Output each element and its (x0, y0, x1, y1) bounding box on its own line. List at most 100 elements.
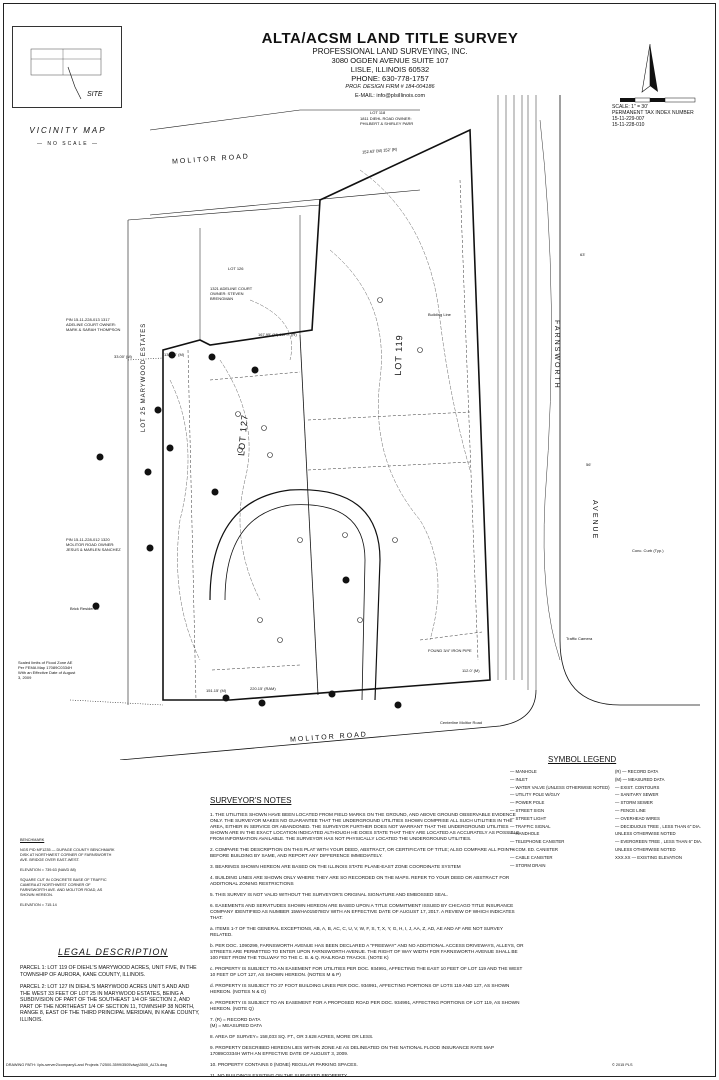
legend-item: — INLET (510, 776, 528, 782)
legend-item: — COM. ED. CANISTER (510, 846, 558, 852)
legend-item: — WATER VALVE (UNLESS OTHERWISE NOTED) (510, 784, 610, 790)
company-name: PROFESSIONAL LAND SURVEYING, INC. (312, 47, 468, 56)
legend-item: — STORM SEWER (615, 800, 653, 806)
contour-lines (169, 169, 471, 661)
note-item: 1. THE UTILITIES SHOWN HAVE BEEN LOCATED… (210, 812, 520, 841)
legend-item: — HANDHOLE (510, 831, 540, 837)
avenue-label: AVENUE (591, 500, 598, 541)
copyright: © 2015 PLS (612, 1063, 633, 1067)
legend-left-column: — MANHOLE — INLET — WATER VALVE (UNLESS OT… (510, 768, 610, 869)
note-item: 6. EASEMENTS AND SERVITUDES SHOWN HEREON… (210, 903, 515, 920)
deciduous-tree-icons (235, 297, 423, 643)
centerline-label: Centerline Molitor Road (440, 720, 483, 725)
pin-2: 15-11-228-010 (612, 122, 645, 128)
north-arrow-icon (641, 43, 658, 93)
scale-bar (620, 97, 696, 103)
legal-description-title: LEGAL DESCRIPTION (58, 947, 168, 957)
email: E-MAIL: info@plsiIlinois.com (354, 93, 426, 99)
dim-left-2: 33.00' (M) (114, 354, 132, 359)
pin-013-owner: PIN 15-11-228-013 1317 ADELINE COURT OWN… (66, 317, 121, 332)
benchmark-elev-1: ELEVATION = 739.63 (NAVD 88) (20, 868, 76, 872)
note-item: b. PER DOC. 1090299, FARNSWORTH AVENUE H… (210, 943, 524, 960)
note-item: 8. AREA OF SURVEY= 158,033 SQ. FT., OR 3… (210, 1034, 374, 1039)
legend-item: — EVERGREEN TREE , LESS THAN 6" DIA. UNL… (615, 839, 703, 852)
dim-left-1: 134.94' (M) (164, 352, 185, 357)
legend-item: — EXIST. CONTOURS (615, 784, 660, 790)
pin-1: 15-11-229-007 (612, 116, 645, 122)
note-item: 9. PROPERTY DESCRIBED HEREON LIES WITHIN… (210, 1045, 494, 1056)
note-item: 11. NO BUILDINGS EXISTING ON THE SURVEYE… (210, 1073, 348, 1078)
conc-curb-label: Conc. Curb (Typ.) (632, 548, 664, 553)
survey-plat (69, 95, 700, 760)
row-63: 63' (580, 252, 586, 257)
legend-item: — OVERHEAD WIRES (615, 815, 660, 821)
note-item: e. PROPERTY IS SUBJECT TO AN EASEMENT FO… (210, 1000, 520, 1011)
vicinity-map-scale: — NO SCALE — (36, 141, 100, 147)
dim-south-mid: 220.15' (RAM) (250, 686, 276, 691)
found-iron-pipe-label: FOUND 3/4" IRON PIPE (428, 648, 472, 653)
scale-text: SCALE: 1" = 30' (612, 104, 648, 110)
survey-sheet (3, 3, 716, 1077)
legend-item: — TELEPHONE CANISTER (510, 839, 565, 845)
traffic-camera-label: Traffic Camera (566, 636, 593, 641)
note-item: 10. PROPERTY CONTAINS 0 (NONE) REGULAR P… (210, 1062, 358, 1067)
legend-item: — STORM DRAIN (510, 862, 546, 868)
legend-item: — UTILITY POLE W/GUY (510, 792, 560, 798)
surveyors-notes: 1. THE UTILITIES SHOWN HAVE BEEN LOCATED… (210, 812, 525, 1080)
dim-lot: 167.95' (M) 167.7' (R) (258, 332, 297, 337)
surveyor-info: PROFESSIONAL LAND SURVEYING, INC. 3080 O… (200, 47, 580, 101)
legend-right-column: (R) — RECORD DATA(M) — MEASURED DATA— EX… (615, 768, 710, 862)
legend-item: — STREET SIGN (510, 807, 545, 813)
vicinity-map-title: VICINITY MAP (29, 126, 107, 135)
pin-label: PERMANENT TAX INDEX NUMBER (612, 110, 694, 116)
note-item: 4. BUILDING LINES ARE SHOWN ONLY WHERE T… (210, 875, 510, 886)
address-line2: LISLE, ILLINOIS 60532 (350, 65, 430, 74)
benchmark-heading: BENCHMARK (20, 838, 45, 842)
curved-drive (209, 489, 381, 701)
lot-118-owner: 1811 DIEHL ROAD OWNER: PHILBERT & SHIRLE… (360, 116, 414, 126)
lot-126-label: LOT 126 (228, 266, 244, 271)
note-item: a. ITEMS 1-7 OF THE GENERAL EXCEPTIONS, … (210, 926, 503, 937)
legend-item: — DECIDUOUS TREE , LESS THAN 6" DIA. UNL… (615, 823, 701, 837)
benchmark-block: BENCHMARK NGS PID MF1235 — DUPAGE COUNTY… (20, 838, 115, 913)
benchmark-text-2: SQUARE CUT IN CONCRETE BASE OF TRAFFIC C… (20, 878, 107, 897)
tree-icons (92, 351, 402, 709)
dim-east: 112.0' (M) (462, 668, 480, 673)
note-item: c. PROPERTY IS SUBJECT TO AN EASEMENT FO… (210, 966, 523, 977)
legend-item: — FENCE LINE (615, 807, 646, 813)
phone: PHONE: 630-778-1757 (351, 74, 429, 83)
building-lines (187, 179, 483, 701)
note-item: d. PROPERTY IS SUBJECT TO 27 FOOT BUILDI… (210, 983, 510, 994)
note-item: 7. (R) = RECORD DATA (M) = MEASURED DATA (210, 1017, 263, 1028)
benchmark-text-1: NGS PID MF1235 — DUPAGE COUNTY BENCHMARK… (20, 848, 115, 862)
surveyors-notes-title: SURVEYOR'S NOTES (210, 796, 292, 805)
row-56: 56' (586, 462, 592, 467)
legal-parcel-2: PARCEL 2: LOT 127 IN DIEHL'S MARYWOOD AC… (20, 984, 200, 1023)
survey-title: ALTA/ACSM LAND TITLE SURVEY (261, 30, 519, 47)
pin-012-owner: PIN 15-11-228-012 1320 MOLITOR ROAD OWNE… (66, 537, 121, 552)
legend-item: — STREET LIGHT (510, 815, 547, 821)
legal-parcel-1: PARCEL 1: LOT 119 OF DIEHL'S MARYWOOD AC… (20, 965, 197, 978)
vicinity-map: SITE (12, 26, 122, 108)
farnsworth-label: FARNSWORTH (553, 320, 560, 390)
legend-item: (M) — MEASURED DATA (615, 776, 665, 782)
flood-zone-note: Scaled limits of Flood Zone AE Per FEMA … (18, 660, 76, 680)
address-line1: 3080 OGDEN AVENUE SUITE 107 (331, 56, 449, 65)
lot-126-owner: 1321 ADELINE COURT OWNER: STEVEN BRENGMA… (210, 286, 253, 301)
brick-residence-label: Brick Residence (70, 606, 99, 611)
legend-item: — MANHOLE (510, 769, 537, 774)
legend-item: — TRAFFIC SIGNAL (510, 823, 551, 829)
legal-description: PARCEL 1: LOT 119 OF DIEHL'S MARYWOOD AC… (20, 965, 200, 1029)
farnsworth-hatch (497, 95, 537, 690)
legend-item: — CABLE CANISTER (510, 854, 553, 860)
legend-item: — SANITARY SEWER (615, 792, 659, 798)
design-firm: PROF. DESIGN FIRM # 184-004186 (345, 84, 435, 90)
legend-item: — POWER POLE (510, 800, 545, 806)
lot-119-label: LOT 119 (392, 334, 405, 376)
note-item: 3. BEARINGS SHOWN HEREON ARE BASED ON TH… (210, 864, 461, 869)
drawing-path: DRAWING PATH: \\pls-server2\company\Land… (6, 1063, 168, 1067)
marywood-label: LOT 25 MARYWOOD ESTATES (141, 322, 147, 432)
note-item: 5. THIS SURVEY IS NOT VALID WITHOUT THE … (210, 892, 449, 897)
symbol-legend-title: SYMBOL LEGEND (548, 755, 617, 764)
property-boundary (162, 128, 491, 701)
